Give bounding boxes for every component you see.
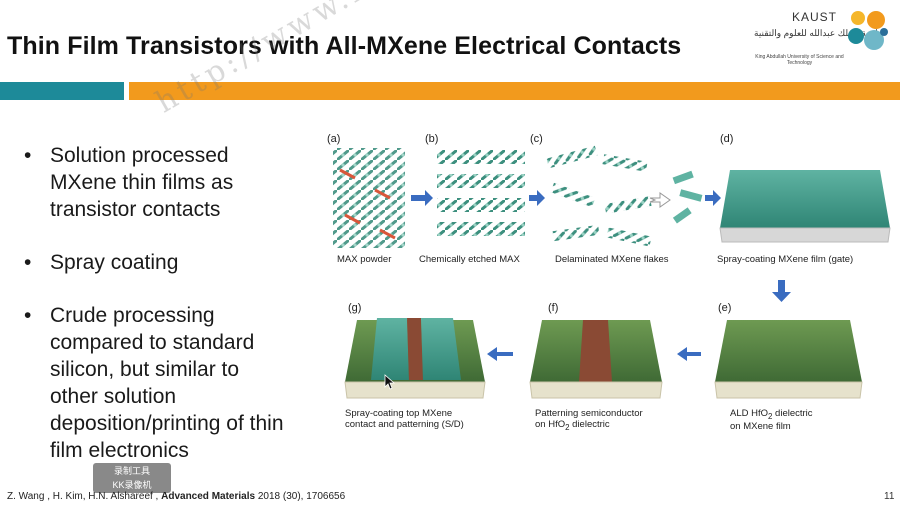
- kaust-emblem-icon: [848, 11, 888, 50]
- panel-c-graphic: [546, 145, 703, 247]
- header-bar-orange: [129, 82, 900, 100]
- bullet-item: •Solution processed MXene thin films as …: [24, 144, 234, 221]
- panel-e-label: (e): [718, 302, 732, 314]
- header-bar-teal: [0, 82, 124, 100]
- logo-arabic: جامعة الملك عبدالله للعلوم والتقنية: [754, 28, 884, 38]
- panel-f-caption: Patterning semiconductor on HfO2 dielect…: [535, 408, 643, 432]
- arrow-f-g: [487, 347, 513, 361]
- mxene-process-figure: [333, 145, 891, 399]
- panel-c-caption: Delaminated MXene flakes: [555, 254, 669, 265]
- panel-b-caption: Chemically etched MAX: [419, 254, 520, 265]
- panel-g-label: (g): [348, 302, 362, 314]
- panel-d-label: (d): [720, 133, 734, 145]
- arrow-c-d: [705, 190, 721, 206]
- panel-f-graphic: [529, 320, 663, 399]
- panel-e-caption: ALD HfO2 dielectric on MXene film: [730, 408, 813, 432]
- logo-text: KAUST: [792, 10, 838, 24]
- panel-g-graphic: [344, 318, 486, 399]
- panel-b-graphic: [437, 150, 525, 236]
- panel-b-label: (b): [425, 133, 439, 145]
- citation-footer: Z. Wang , H. Kim, H.N. Alshareef , Advan…: [7, 491, 346, 502]
- panel-a-label: (a): [327, 133, 341, 145]
- logo-english: King Abdullah University of Science and …: [755, 54, 844, 66]
- panel-c-label: (c): [530, 133, 543, 145]
- arrow-d-e: [772, 280, 791, 302]
- bullet-item: •Crude processing compared to standard s…: [24, 304, 284, 462]
- panel-e-graphic: [714, 320, 863, 399]
- mouse-cursor-icon: [384, 374, 396, 390]
- arrow-a-b: [411, 190, 433, 206]
- panel-g-caption: Spray-coating top MXene contact and patt…: [345, 408, 464, 430]
- slide-title: Thin Film Transistors with All-MXene Ele…: [7, 32, 682, 60]
- panel-f-label: (f): [548, 302, 559, 314]
- panel-d-caption: Spray-coating MXene film (gate): [717, 254, 854, 265]
- arrow-e-f: [677, 347, 701, 361]
- panel-d-graphic: [719, 170, 891, 243]
- page-number: 11: [884, 491, 895, 502]
- recorder-stamp: 录制工具 KK录像机: [93, 463, 171, 493]
- arrow-b-c: [529, 190, 545, 206]
- bullet-item: •Spray coating: [24, 251, 179, 274]
- kaust-logo: KAUST جامعة الملك عبدالله للعلوم والتقني…: [752, 6, 892, 76]
- panel-a-graphic: [333, 148, 405, 248]
- bullet-list: •Solution processed MXene thin films as …: [24, 142, 286, 490]
- panel-a-caption: MAX powder: [337, 254, 392, 265]
